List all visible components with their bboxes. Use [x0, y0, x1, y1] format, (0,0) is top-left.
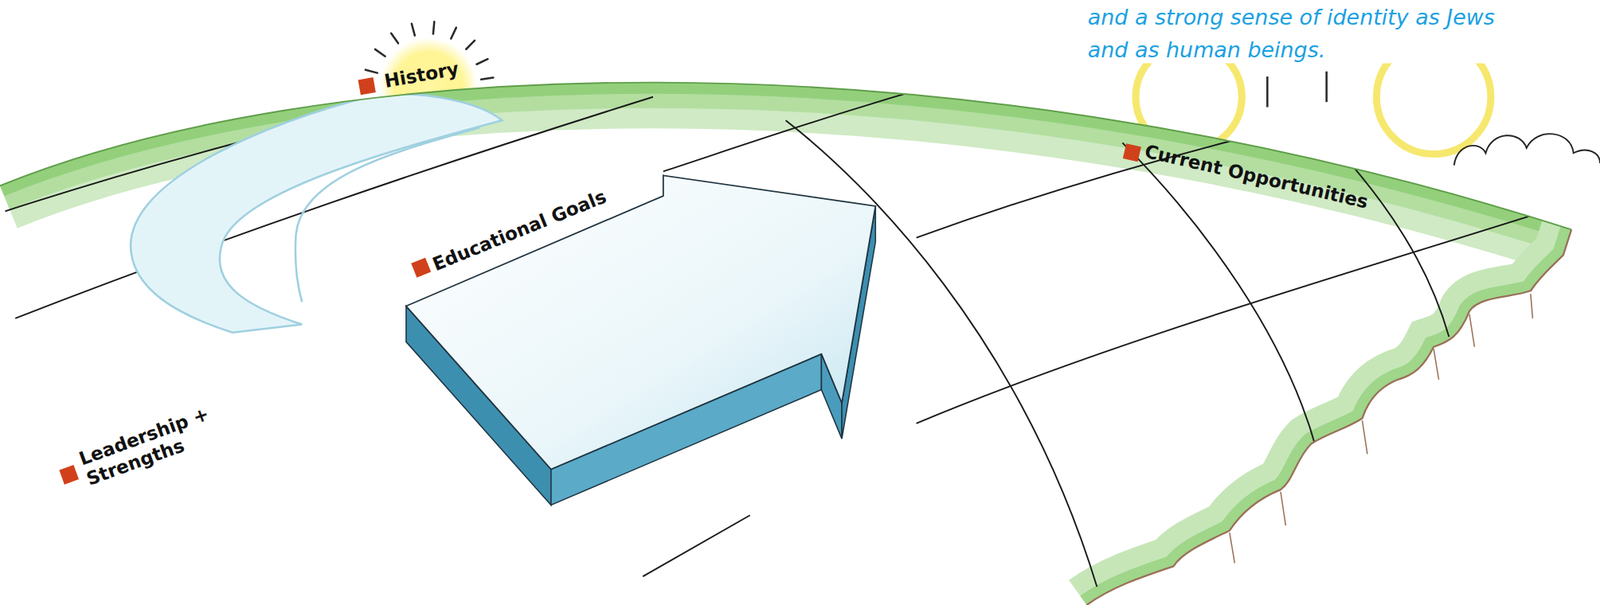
globe: [0, 82, 1572, 605]
globe-shading: [0, 61, 1600, 605]
sun-ray: [1266, 76, 1269, 107]
grid-line: [642, 515, 751, 577]
bush: [1454, 133, 1600, 165]
sun-ray: [476, 58, 488, 65]
sun-ray: [450, 27, 457, 40]
bullet: [358, 77, 376, 95]
bullet: [58, 465, 79, 486]
sun-ray: [365, 70, 378, 74]
cliff-edge: [1087, 229, 1573, 605]
grid-line: [1336, 148, 1449, 337]
cliff-hatch-line: [1469, 314, 1475, 348]
arrow: [406, 175, 876, 470]
grid-line: [916, 194, 1600, 424]
grid-line: [663, 61, 1021, 172]
sun-ray: [411, 23, 415, 36]
cliff-glow: [1087, 229, 1573, 605]
sun-ray: [1325, 71, 1328, 102]
river-bank: [295, 127, 480, 302]
grid-line: [916, 61, 1593, 239]
cliff-hatch-line: [1280, 492, 1286, 526]
sun-ray: [433, 21, 435, 34]
section-label: Leadership + Strengths: [76, 394, 245, 490]
section-label: History: [383, 58, 461, 93]
grid-lines: [4, 61, 1600, 587]
sun-ray: [391, 33, 399, 44]
cliff-hatch-line: [1361, 420, 1367, 454]
sun-ray: [375, 49, 386, 57]
section-label: Educational Goals: [430, 186, 611, 276]
bullet: [410, 258, 431, 278]
bullets: [58, 77, 1142, 486]
cliff-hatch-line: [1229, 532, 1235, 564]
section-label: Current Opportunities: [1142, 140, 1371, 213]
note-text: and a strong sense of identity as Jews a…: [1087, 2, 1507, 67]
bullet: [1122, 143, 1142, 162]
cliff-hatch-line: [1433, 348, 1439, 380]
cliff-hatch: [1229, 293, 1534, 564]
sun-ray: [465, 40, 475, 50]
sun-ray: [481, 78, 493, 80]
cliff-hatch-line: [1530, 293, 1534, 319]
cliff-glow: [1087, 229, 1573, 605]
